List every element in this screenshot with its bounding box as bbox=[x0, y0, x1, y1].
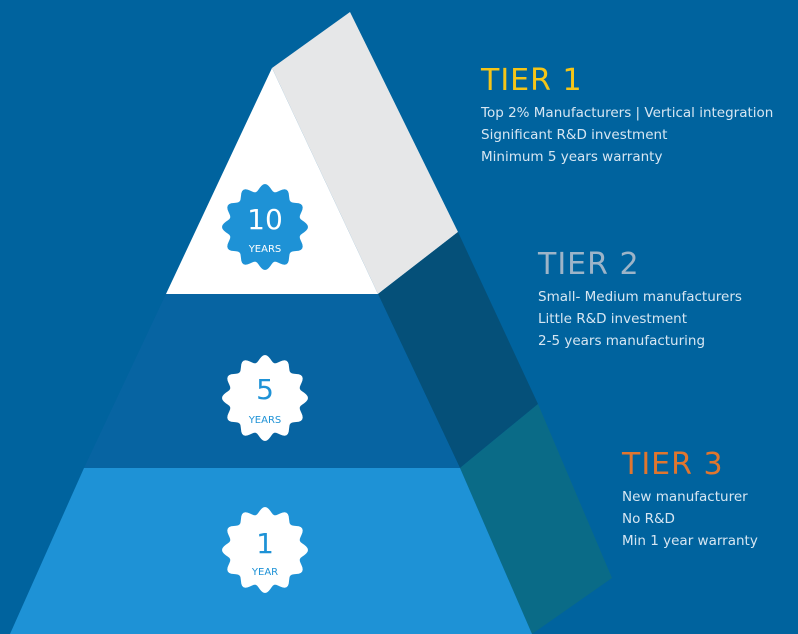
tier1-title: TIER 1 bbox=[481, 63, 583, 98]
tier3-side-face bbox=[460, 404, 612, 634]
tier1-badge: 10 YEARS bbox=[222, 184, 308, 270]
tier2-line: Small- Medium manufacturers bbox=[538, 289, 742, 305]
tier1-line: Top 2% Manufacturers | Vertical integrat… bbox=[481, 105, 774, 121]
tier3-badge-unit: YEAR bbox=[251, 567, 278, 578]
tier3-line: No R&D bbox=[622, 511, 675, 527]
tier1-side-face bbox=[272, 12, 458, 294]
tier3-description: TIER 3 New manufacturer No R&D Min 1 yea… bbox=[622, 448, 758, 552]
tier2-badge: 5 YEARS bbox=[222, 355, 308, 441]
tier3-line: New manufacturer bbox=[622, 489, 748, 505]
tier3-badge: 1 YEAR bbox=[222, 507, 308, 593]
tier3-badge-number: 1 bbox=[256, 527, 274, 560]
tier1-badge-number: 10 bbox=[247, 203, 283, 236]
tier2-line: 2-5 years manufacturing bbox=[538, 333, 706, 349]
tier1-line: Minimum 5 years warranty bbox=[481, 149, 663, 165]
tier2-description: TIER 2 Small- Medium manufacturers Littl… bbox=[538, 248, 742, 352]
tier2-badge-seal-icon bbox=[222, 355, 308, 441]
tier2-side-face bbox=[378, 232, 538, 468]
tier2-badge-unit: YEARS bbox=[248, 415, 282, 426]
tier3-badge-seal-icon bbox=[222, 507, 308, 593]
tier2-badge-number: 5 bbox=[256, 373, 274, 406]
tier2-line: Little R&D investment bbox=[538, 311, 688, 327]
tier1-description: TIER 1 Top 2% Manufacturers | Vertical i… bbox=[481, 64, 773, 168]
tier1-line: Significant R&D investment bbox=[481, 127, 668, 143]
tier1-badge-seal-icon bbox=[222, 184, 308, 270]
tier3-line: Min 1 year warranty bbox=[622, 533, 758, 549]
tier2-title: TIER 2 bbox=[538, 247, 640, 282]
tier1-front-face bbox=[166, 68, 378, 294]
tier3-title: TIER 3 bbox=[622, 447, 724, 482]
tier1-badge-unit: YEARS bbox=[248, 244, 282, 255]
